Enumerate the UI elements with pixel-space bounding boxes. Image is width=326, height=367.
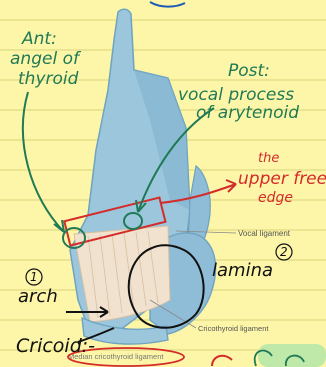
red-partial-circle — [212, 356, 232, 366]
arch-label: arch — [18, 286, 58, 307]
post-line2: vocal process — [178, 85, 294, 105]
cricothyroid-ligament-label: Cricothyroid ligament — [198, 324, 269, 333]
post-line3: of arytenoid — [196, 103, 299, 123]
lamina-number: 2 — [280, 245, 288, 259]
post-line1: Post: — [228, 61, 270, 81]
arch-number: 1 — [30, 270, 38, 284]
free-edge-line1: the — [258, 151, 279, 166]
post-note: Post: vocal process of arytenoid — [178, 61, 299, 123]
ant-line3: thyroid — [18, 69, 79, 89]
free-edge-line2: upper free — [238, 169, 326, 189]
top-heading-fragment — [150, 2, 185, 7]
ant-line2: angel of — [10, 49, 82, 69]
vocal-ligament-label: Vocal ligament — [238, 229, 291, 238]
cricoid-label: Cricoid:- — [16, 335, 95, 357]
ant-line1: Ant: — [21, 29, 57, 49]
free-edge-line3: edge — [258, 190, 293, 206]
free-edge-note: the upper free edge — [238, 151, 326, 206]
lamina-label: lamina — [212, 260, 273, 281]
ant-note: Ant: angel of thyroid — [10, 29, 82, 89]
